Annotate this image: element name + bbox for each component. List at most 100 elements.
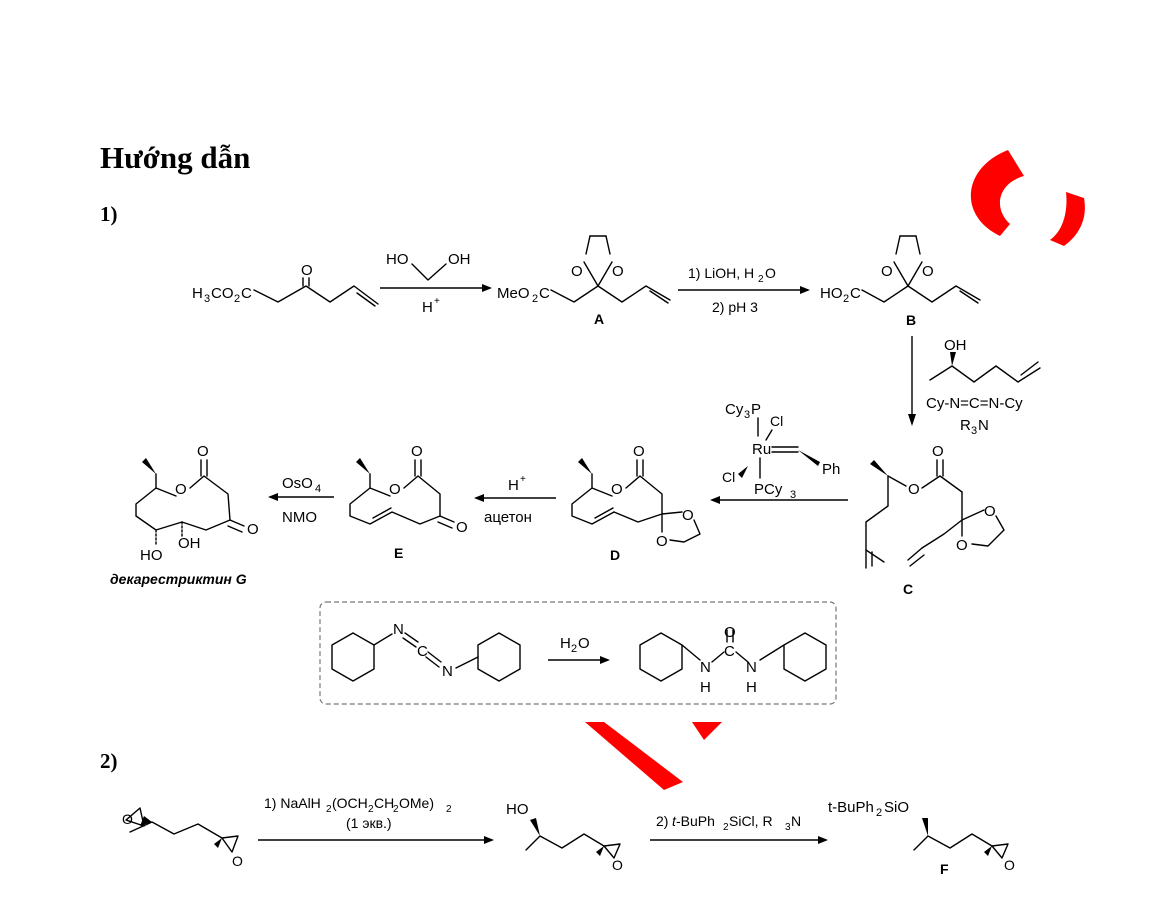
svg-text:N: N bbox=[700, 659, 711, 676]
compound-B: HO 2 C O O B bbox=[820, 235, 981, 328]
label-B: B bbox=[906, 312, 916, 328]
svg-text:2: 2 bbox=[326, 804, 332, 815]
svg-text:O: O bbox=[612, 857, 623, 873]
svg-text:O: O bbox=[197, 443, 209, 460]
reagent-dihydroxylation: OsO 4 NMO bbox=[268, 475, 334, 526]
svg-text:H: H bbox=[746, 679, 757, 696]
svg-text:N: N bbox=[393, 621, 404, 638]
svg-text:Ph: Ph bbox=[822, 461, 840, 478]
reagent-esterification: OH Cy-N=C=N-Cy R 3 N bbox=[908, 336, 1041, 437]
svg-text:OH: OH bbox=[448, 251, 471, 268]
reagent-ethylene-glycol: HO OH H + bbox=[380, 251, 492, 316]
svg-text:2: 2 bbox=[234, 293, 240, 305]
svg-text:O: O bbox=[301, 262, 313, 279]
svg-text:O: O bbox=[571, 263, 583, 280]
svg-text:3: 3 bbox=[785, 822, 791, 833]
starting-ketoester: H 3 CO 2 C O bbox=[192, 262, 379, 307]
svg-text:+: + bbox=[520, 474, 526, 485]
svg-text:C: C bbox=[724, 643, 735, 660]
compound-E: O O O E bbox=[349, 443, 468, 561]
svg-text:R: R bbox=[960, 417, 971, 434]
svg-text:3: 3 bbox=[790, 489, 796, 501]
svg-text:2: 2 bbox=[876, 807, 882, 819]
svg-text:2: 2 bbox=[446, 804, 452, 815]
svg-text:O: O bbox=[881, 263, 893, 280]
svg-text:O: O bbox=[932, 443, 944, 460]
svg-text:O: O bbox=[765, 265, 776, 281]
svg-text:HO: HO bbox=[820, 285, 843, 302]
svg-text:HO: HO bbox=[140, 547, 163, 564]
svg-text:O: O bbox=[956, 537, 968, 554]
svg-text:O: O bbox=[724, 624, 736, 641]
part-2-label: 2) bbox=[100, 749, 118, 773]
svg-text:O: O bbox=[611, 481, 623, 498]
scheme2-reagent-silylation: 2) t -BuPh 2 SiCl, R 3 N bbox=[650, 813, 828, 844]
part-1-label: 1) bbox=[100, 202, 118, 226]
product-decarestrictine: O O O HO OH декарестриктин G bbox=[110, 443, 259, 587]
svg-text:SiCl, R: SiCl, R bbox=[729, 813, 773, 829]
svg-text:2: 2 bbox=[723, 822, 729, 833]
svg-text:N: N bbox=[746, 659, 757, 676]
compound-A: MeO 2 C O O A bbox=[497, 235, 671, 327]
label-D: D bbox=[610, 547, 620, 563]
svg-text:O: O bbox=[908, 481, 920, 498]
label-E: E bbox=[394, 545, 403, 561]
svg-text:OMe): OMe) bbox=[399, 795, 434, 811]
label-A: A bbox=[594, 311, 604, 327]
svg-text:HO: HO bbox=[506, 801, 529, 818]
svg-text:H: H bbox=[422, 299, 433, 316]
svg-text:2) pH 3: 2) pH 3 bbox=[712, 299, 758, 315]
svg-text:Cy: Cy bbox=[725, 401, 744, 418]
svg-text:t: t bbox=[672, 813, 677, 829]
section-heading: Hướng dẫn bbox=[100, 140, 250, 175]
svg-text:N: N bbox=[442, 663, 453, 680]
svg-text:N: N bbox=[791, 813, 801, 829]
product-name: декарестриктин G bbox=[110, 571, 247, 587]
svg-text:O: O bbox=[247, 521, 259, 538]
svg-text:O: O bbox=[456, 519, 468, 536]
svg-text:2: 2 bbox=[393, 804, 399, 815]
svg-text:O: O bbox=[612, 263, 624, 280]
svg-text:OH: OH bbox=[944, 337, 967, 354]
svg-text:2): 2) bbox=[656, 813, 668, 829]
svg-text:O: O bbox=[1004, 857, 1015, 873]
watermark-mark bbox=[585, 150, 1085, 790]
svg-text:O: O bbox=[578, 635, 590, 652]
dcc-hydrolysis-box: N C N H 2 O N H C O N H bbox=[319, 601, 837, 705]
svg-text:Cl: Cl bbox=[770, 413, 783, 429]
svg-text:O: O bbox=[682, 507, 694, 524]
label-C: C bbox=[903, 581, 913, 597]
svg-text:O: O bbox=[122, 811, 133, 827]
svg-text:H: H bbox=[560, 635, 571, 652]
svg-text:C: C bbox=[417, 643, 428, 660]
svg-text:O: O bbox=[175, 481, 187, 498]
svg-text:4: 4 bbox=[315, 483, 321, 495]
svg-text:3: 3 bbox=[204, 293, 210, 305]
svg-text:OH: OH bbox=[178, 535, 201, 552]
svg-text:2: 2 bbox=[368, 804, 374, 815]
svg-text:O: O bbox=[411, 443, 423, 460]
svg-text:O: O bbox=[656, 533, 668, 550]
svg-text:O: O bbox=[232, 853, 243, 869]
svg-text:Cy-N=C=N-Cy: Cy-N=C=N-Cy bbox=[926, 395, 1023, 412]
scheme2-bis-epoxide: O O bbox=[122, 807, 243, 869]
svg-text:HO: HO bbox=[386, 251, 409, 268]
reagent-grubbs-catalyst: Cy 3 P Cl Ru Ph Cl PCy 3 bbox=[710, 401, 848, 504]
svg-text:CO: CO bbox=[211, 285, 234, 302]
svg-text:H: H bbox=[700, 679, 711, 696]
svg-text:H: H bbox=[192, 285, 203, 302]
compound-C: O O O O C bbox=[865, 443, 1005, 597]
svg-text:1) LiOH, H: 1) LiOH, H bbox=[688, 265, 754, 281]
svg-text:Cl: Cl bbox=[722, 469, 735, 485]
svg-text:-BuPh: -BuPh bbox=[676, 813, 715, 829]
svg-text:2: 2 bbox=[532, 293, 538, 305]
svg-text:1) NaAlH: 1) NaAlH bbox=[264, 795, 321, 811]
svg-text:(1 экв.): (1 экв.) bbox=[346, 815, 392, 831]
compound-F: t-BuPh 2 SiO O F bbox=[828, 799, 1015, 877]
svg-text:C: C bbox=[539, 285, 550, 302]
svg-text:C: C bbox=[241, 285, 252, 302]
scheme2-reagent-reduction: 1) NaAlH 2 (OCH 2 CH 2 OMe) 2 (1 экв.) bbox=[258, 795, 494, 844]
svg-text:Ru: Ru bbox=[752, 441, 771, 458]
